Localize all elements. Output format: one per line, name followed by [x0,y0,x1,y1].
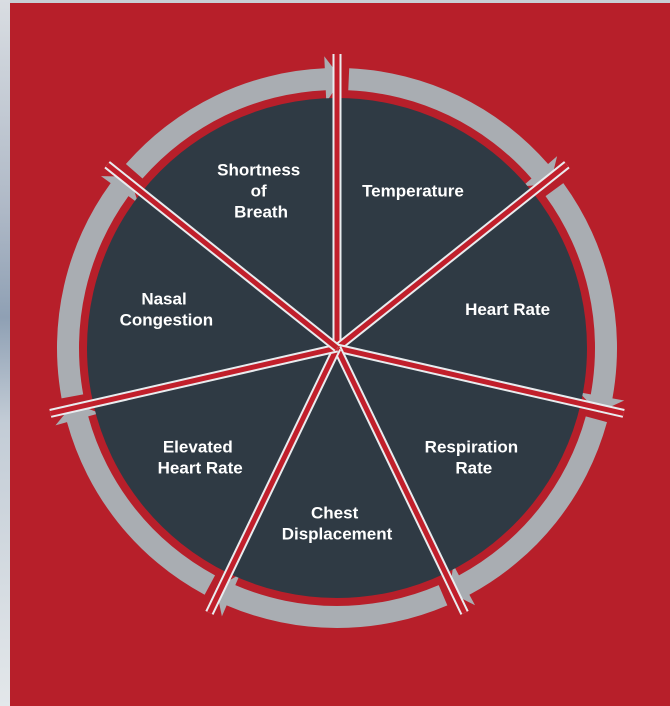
label-temperature: Temperature [362,181,464,200]
ring-arrow-nasal-congestion [56,176,139,399]
label-heart-rate: Heart Rate [465,300,550,319]
ring-arrow-respiration-rate [449,416,607,606]
left-photo-strip [0,0,10,706]
top-border-line [10,0,670,3]
label-elevated-heart-rate: Elevated Heart Rate [158,438,243,478]
ring-arrow-heart-rate [545,183,625,413]
segment-wedges [87,97,587,598]
label-respiration-rate: Respiration Rate [425,438,523,478]
segment-labels: Temperature Heart Rate Respiration Rate … [120,160,550,543]
divider-line [105,162,339,350]
wedge-nasal-congestion [87,192,337,404]
segment-dividers [49,54,625,615]
label-chest-displacement: Chest Displacement [282,504,393,544]
divider-line [334,346,467,614]
label-nasal-congestion: Nasal Congestion [120,290,214,330]
wedge-temperature [337,98,533,348]
divider-line [336,345,625,416]
ring-arrow-chest-displacement [216,574,448,629]
ring-arrow-temperature [348,68,558,187]
wedge-respiration-rate [337,348,581,574]
divider-line [335,162,569,350]
arrow-ring [55,56,625,629]
ring-arrow-shortness-of-breath [125,56,342,179]
ring-arrow-elevated-heart-rate [55,403,216,595]
divider-line [207,346,340,614]
wedge-shortness-of-breath [141,97,337,348]
wedge-chest-displacement [228,348,446,598]
divider-line [49,345,338,416]
label-shortness-of-breath: Shortness of Breath [217,160,305,221]
wedge-elevated-heart-rate [93,348,338,574]
wedge-heart-rate [337,192,587,404]
